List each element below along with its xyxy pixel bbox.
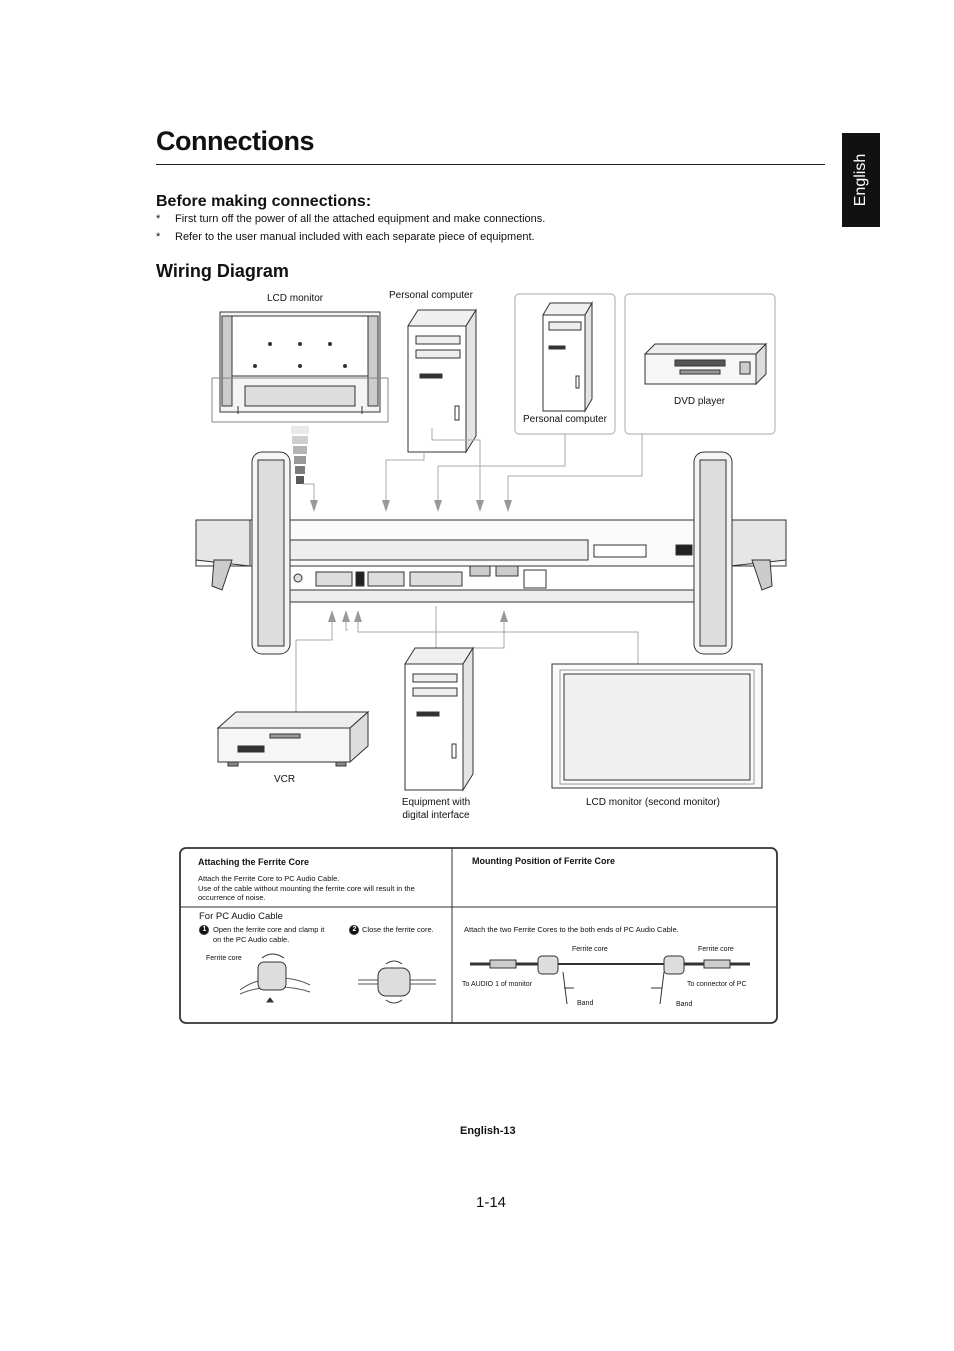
ferrite-clamp-open: [239, 953, 311, 1003]
attach-ferrite-desc: Attach the Ferrite Core to PC Audio Cabl…: [198, 874, 448, 903]
ferrite-clamp-closed: [358, 960, 436, 1004]
to-audio-label: To AUDIO 1 of monitor: [462, 981, 533, 988]
page-number: 1-14: [476, 1194, 507, 1211]
pc-audio-cable: [470, 955, 750, 1005]
label-digital-equipment-line1: Equipment with: [401, 797, 471, 808]
stand-left: [211, 451, 291, 655]
page-title: Connections: [156, 126, 315, 156]
before-heading: Before making connections:: [156, 193, 372, 210]
digital-equipment-tower: [404, 646, 474, 792]
bullet-mark: *: [156, 213, 161, 225]
mount-ferrite-title: Mounting Position of Ferrite Core: [472, 856, 615, 866]
step1-text: Open the ferrite core and clamp it on th…: [213, 925, 324, 944]
ferrite-core-right-label: Ferrite core: [698, 946, 734, 953]
dvd-player-illustration: [643, 342, 768, 386]
ferrite-box: [179, 847, 778, 1024]
for-pc-audio-cable: For PC Audio Cable: [199, 911, 283, 922]
attach-ferrite-title: Attaching the Ferrite Core: [198, 857, 310, 867]
label-digital-equipment: Equipment with digital interface: [386, 796, 486, 822]
bullet-item: * First turn off the power of all the att…: [156, 213, 545, 225]
attach-ferrite-line1: Attach the Ferrite Core to PC Audio Cabl…: [198, 874, 340, 883]
main-monitor-rear: [195, 519, 787, 603]
lcd-monitor-illustration: [211, 311, 389, 423]
label-lcd-monitor: LCD monitor: [267, 293, 324, 304]
label-dvd-player: DVD player: [674, 396, 726, 407]
attach-ferrite-line3: occurrence of noise.: [198, 893, 266, 902]
wiring-heading: Wiring Diagram: [156, 261, 289, 281]
step2-number: 2: [352, 926, 357, 933]
attach-ferrite-line2: Use of the cable without mounting the fe…: [198, 883, 415, 893]
language-tab: English: [842, 133, 880, 227]
label-personal-computer-2: Personal computer: [523, 414, 607, 425]
second-monitor-illustration: [551, 663, 763, 789]
to-pc-label: To connector of PC: [687, 981, 747, 988]
stand-right: [693, 451, 773, 655]
cables-top: [303, 428, 643, 500]
bullet-text: Refer to the user manual included with e…: [175, 231, 535, 243]
label-vcr: VCR: [274, 774, 296, 785]
arrows-bottom: [328, 610, 508, 622]
pc-tower-1: [407, 308, 477, 454]
footer-english-page: English-13: [460, 1125, 516, 1137]
ferrite-core-label: Ferrite core: [206, 955, 242, 962]
label-personal-computer-1: Personal computer: [389, 290, 473, 301]
label-second-monitor: LCD monitor (second monitor): [586, 797, 720, 808]
pc-tower-2: [542, 301, 593, 413]
ferrite-core-left-label: Ferrite core: [572, 946, 608, 953]
bullet-mark: *: [156, 231, 161, 243]
step2-text: Close the ferrite core.: [362, 925, 434, 934]
step1-line1: Open the ferrite core and clamp it: [213, 925, 325, 934]
vcr-illustration: [216, 710, 370, 767]
step1-number: 1: [202, 926, 207, 933]
band-left-label: Band: [577, 1000, 594, 1007]
dvd-frame: [624, 293, 776, 435]
fade-arrow: [291, 426, 309, 484]
bullet-text: First turn off the power of all the atta…: [175, 213, 546, 225]
mount-instruction: Attach the two Ferrite Cores to the both…: [464, 925, 679, 934]
step1-line2: on the PC Audio cable.: [213, 934, 290, 944]
title-rule: [156, 164, 825, 165]
bullet-item: * Refer to the user manual included with …: [156, 231, 535, 243]
band-right-label: Band: [676, 1001, 693, 1008]
arrows-top: [310, 500, 512, 512]
label-digital-equipment-line2: digital interface: [402, 810, 470, 821]
